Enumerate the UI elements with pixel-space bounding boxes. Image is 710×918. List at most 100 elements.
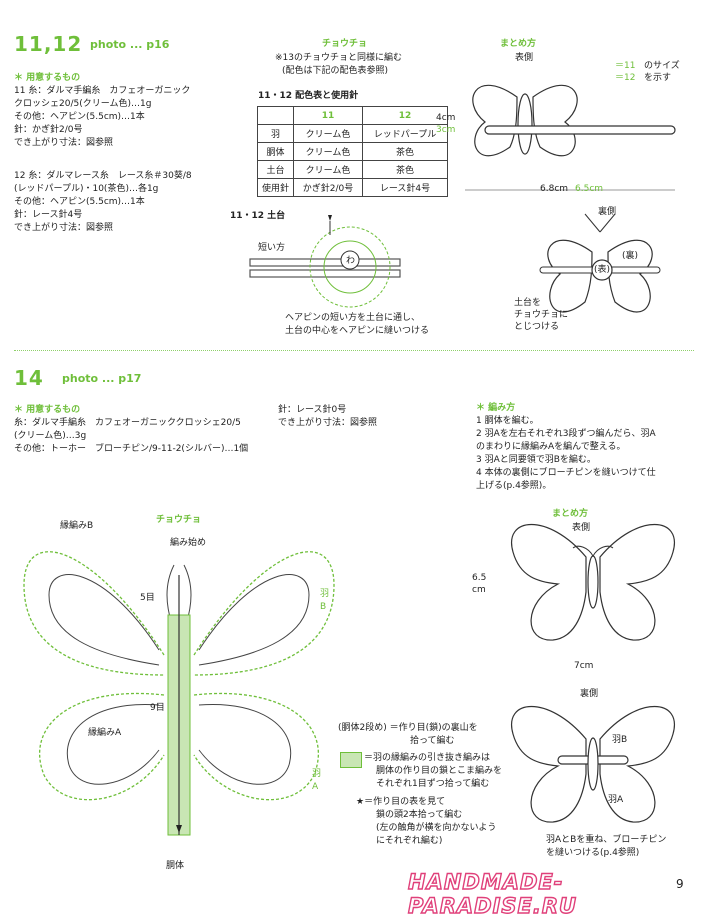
table-cell: クリーム色 [293, 160, 364, 179]
material-line: その他：ヘアピン(5.5cm)…1本 [14, 112, 145, 122]
butterfly-14-back [511, 705, 675, 823]
size-legend-12: ＝12 [615, 73, 636, 83]
photo-reference: photo ... p17 [62, 372, 142, 385]
width-11: 6.8cm [540, 184, 569, 194]
material-line: 針：かぎ針2/0号 [14, 125, 83, 135]
materials-heading: ＊ 用意するもの [14, 73, 81, 83]
back-label: 裏側 [580, 689, 599, 699]
attach-note: チョウチョに [514, 310, 569, 320]
width-12: 6.5cm [575, 184, 604, 194]
method-steps: ＊ 編み方 1 胴体を編む。 2 羽Aを左右それぞれ3段ずつ編んだら、羽A のま… [476, 402, 656, 493]
choucho-note: (配色は下記の配色表参照) [282, 66, 389, 76]
step-line: 3 羽Aと同要領で羽Bを編む。 [476, 455, 596, 465]
size-legend-note: のサイズ [644, 61, 680, 71]
butterfly-back-diagram [539, 213, 661, 313]
attach-note: 土台を [514, 298, 542, 308]
attach-note: とじつける [514, 322, 560, 332]
legend-line: ＝羽の縁編みの引き抜き編みは [364, 753, 491, 763]
material-line: クロッシェ20/5(クリーム色)…1g [14, 99, 152, 109]
material-line: (レッドパープル)・10(茶色)…各1g [14, 184, 159, 194]
butterfly-front-diagram [465, 84, 676, 191]
size-legend-note: を示す [644, 73, 672, 83]
legend-line: 拾って編む [410, 736, 455, 746]
table-cell: レッドパープル [362, 124, 449, 143]
material-line: 糸：ダルマ手編糸 カフェオーガニッククロッシェ20/5 [14, 418, 241, 428]
section-divider [14, 350, 694, 351]
method-heading: ＊ 編み方 [476, 403, 516, 413]
table-cell: 茶色 [362, 160, 449, 179]
wing-a-label: 羽 A [312, 769, 322, 792]
color-table-title: 11・12 配色表と使用針 [258, 91, 359, 101]
legend-line: (胴体2段め) ＝作り目(鎖)の裏山を [338, 723, 478, 733]
finish-title: まとめ方 [500, 39, 537, 49]
material-line: でき上がり寸法：図参照 [14, 223, 114, 233]
table-cell: 土台 [256, 160, 295, 179]
material-line: でき上がり寸法：図参照 [278, 418, 378, 428]
choucho-note: ※13のチョウチョと同様に編む [275, 53, 402, 63]
finish-note: を縫いつける(p.4参照) [546, 848, 640, 858]
width-label: 7cm [574, 661, 594, 671]
height-11: 4cm [436, 113, 456, 123]
base-center-label: わ [346, 256, 356, 266]
legend-line: にそれぞれ編む) [376, 836, 443, 846]
edge-a-label: 縁編みA [88, 728, 122, 738]
table-row: 胴体 クリーム色 茶色 [256, 142, 449, 161]
ura-label: (裏) [622, 251, 639, 261]
table-cell: 茶色 [362, 142, 449, 161]
base-note: 土台の中心をヘアピンに縫いつける [285, 326, 430, 336]
materials-heading: ＊ 用意するもの [14, 405, 81, 415]
table-cell: 胴体 [256, 142, 295, 161]
legend-line: ★＝作り目の表を見て [356, 797, 446, 807]
watermark: HANDMADE-PARADISE.RU [407, 869, 578, 918]
table-row: 土台 クリーム色 茶色 [256, 160, 449, 179]
wing-a-finish-label: 羽A [608, 795, 624, 805]
step-line: 上げる(p.4参照)。 [476, 481, 552, 491]
materials-14: ＊ 用意するもの 糸：ダルマ手編糸 カフェオーガニッククロッシェ20/5 (クリ… [14, 404, 248, 456]
table-header-cell: 11 [293, 106, 364, 125]
material-line: その他：ヘアピン(5.5cm)…1本 [14, 197, 145, 207]
row9-label: 9目 [150, 703, 165, 713]
material-line: 12 糸：ダルマレース糸 レース糸＃30葵/8 [14, 171, 192, 181]
material-line: 針：レース針0号 [278, 405, 347, 415]
table-row: 羽 クリーム色 レッドパープル [256, 124, 449, 143]
page-number: 9 [676, 877, 684, 891]
finish-note: 羽AとBを重ね、ブローチピン [546, 835, 667, 845]
chart-title: チョウチョ [156, 515, 202, 525]
omote-label: (表) [594, 265, 611, 275]
finish-title: まとめ方 [552, 509, 589, 519]
photo-reference: photo ... p16 [90, 38, 170, 51]
step-line: 4 本体の裏側にブローチピンを縫いつけて仕 [476, 468, 656, 478]
section-title-11-12: 11,12 [14, 32, 83, 56]
table-header-cell [256, 106, 295, 125]
edge-b-label: 縁編みB [60, 521, 94, 531]
material-line: 11 糸：ダルマ手編糸 カフェオーガニック [14, 86, 191, 96]
material-line: 針：レース針4号 [14, 210, 83, 220]
materials-14-right: 針：レース針0号 でき上がり寸法：図参照 [278, 404, 377, 430]
material-line: その他：トーホー ブローチピン/9-11-2(シルバー)…1個 [14, 444, 249, 454]
step-line: 1 胴体を編む。 [476, 416, 539, 426]
color-table: 11 12 羽 クリーム色 レッドパープル 胴体 クリーム色 茶色 土台 クリー… [256, 106, 449, 197]
material-line: でき上がり寸法：図参照 [14, 138, 114, 148]
material-line: (クリーム色)…3g [14, 431, 87, 441]
table-cell: 使用針 [256, 178, 295, 197]
section-title-14: 14 [14, 366, 44, 390]
table-cell: クリーム色 [293, 142, 364, 161]
size-legend-11: ＝11 [615, 61, 636, 71]
body-label: 胴体 [166, 861, 185, 871]
start-label: 編み始め [170, 538, 207, 548]
table-cell: 羽 [256, 124, 295, 143]
wing-b-label: 羽 B [320, 589, 330, 612]
table-header-row: 11 12 [256, 106, 449, 125]
materials-12: 12 糸：ダルマレース糸 レース糸＃30葵/8 (レッドパープル)・10(茶色)… [14, 170, 192, 235]
table-header-cell: 12 [362, 106, 449, 125]
base-diagram [249, 215, 401, 308]
wing-b-finish-label: 羽B [612, 735, 628, 745]
choucho-title: チョウチョ [322, 39, 368, 49]
table-row: 使用針 かぎ針2/0号 レース針4号 [256, 178, 449, 197]
legend-line: 鎖の頭2本拾って編む [376, 810, 463, 820]
legend-line: 胴体の作り目の鎖とこま編みを [376, 766, 503, 776]
row5-label: 5目 [140, 593, 155, 603]
step-line: のまわりに縁編みAを編んで整える。 [476, 442, 626, 452]
legend-line: それぞれ1目ずつ拾って編む [376, 779, 490, 789]
butterfly-14-front [511, 523, 675, 641]
